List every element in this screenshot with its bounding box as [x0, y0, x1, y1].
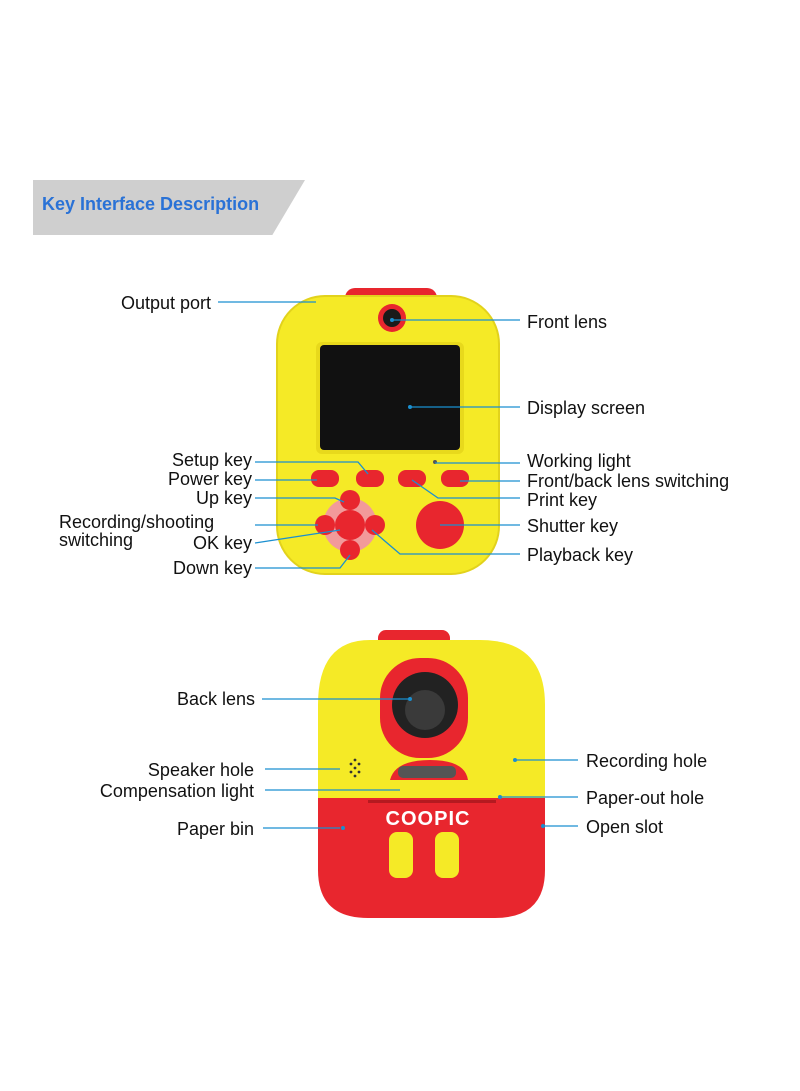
speaker-hole-icon	[349, 758, 361, 778]
label-ok-key: OK key	[192, 533, 252, 553]
power-key	[311, 470, 339, 487]
title-banner	[33, 180, 305, 235]
label-front-lens: Front lens	[527, 312, 608, 332]
label-front-back-switch: Front/back lens switching	[527, 471, 730, 491]
label-working-light: Working light	[527, 451, 631, 471]
label-speaker-hole: Speaker hole	[147, 760, 254, 780]
back-camera: COOPIC	[318, 630, 545, 918]
leader-dots	[341, 318, 545, 830]
display-screen	[320, 345, 460, 450]
setup-key	[356, 470, 384, 487]
label-power-key: Power key	[167, 469, 252, 489]
back-lens-icon	[405, 690, 445, 730]
compensation-light	[398, 766, 456, 778]
label-output-port: Output port	[120, 293, 211, 313]
label-display-screen: Display screen	[527, 398, 646, 418]
label-paper-out-hole: Paper-out hole	[586, 788, 705, 808]
label-recording-shooting-1: Recording/shooting	[59, 512, 215, 532]
ok-key	[335, 510, 365, 540]
print-key	[398, 470, 426, 487]
label-down-key: Down key	[172, 558, 252, 578]
label-playback-key: Playback key	[527, 545, 634, 565]
label-recording-shooting-2: switching	[59, 530, 134, 550]
recording-shooting-key	[315, 515, 335, 535]
brand-logo: COOPIC	[386, 808, 471, 830]
label-shutter-key: Shutter key	[527, 516, 619, 536]
label-back-lens: Back lens	[176, 689, 255, 709]
paper-bin-body	[318, 798, 545, 918]
up-key	[340, 490, 360, 510]
grip-left	[389, 832, 413, 878]
label-paper-bin: Paper bin	[176, 819, 254, 839]
label-setup-key: Setup key	[171, 450, 252, 470]
label-recording-hole: Recording hole	[586, 751, 708, 771]
label-print-key: Print key	[527, 490, 598, 510]
leader-lines	[218, 301, 578, 829]
front-camera	[276, 288, 500, 575]
down-key	[340, 540, 360, 560]
playback-key	[365, 515, 385, 535]
paper-out-slot	[368, 800, 496, 803]
front-back-switch-key	[441, 470, 469, 487]
label-compensation-light: Compensation light	[99, 781, 254, 801]
label-open-slot: Open slot	[586, 817, 664, 837]
page-title: Key Interface Description	[42, 194, 260, 214]
grip-right	[435, 832, 459, 878]
label-up-key: Up key	[195, 488, 252, 508]
